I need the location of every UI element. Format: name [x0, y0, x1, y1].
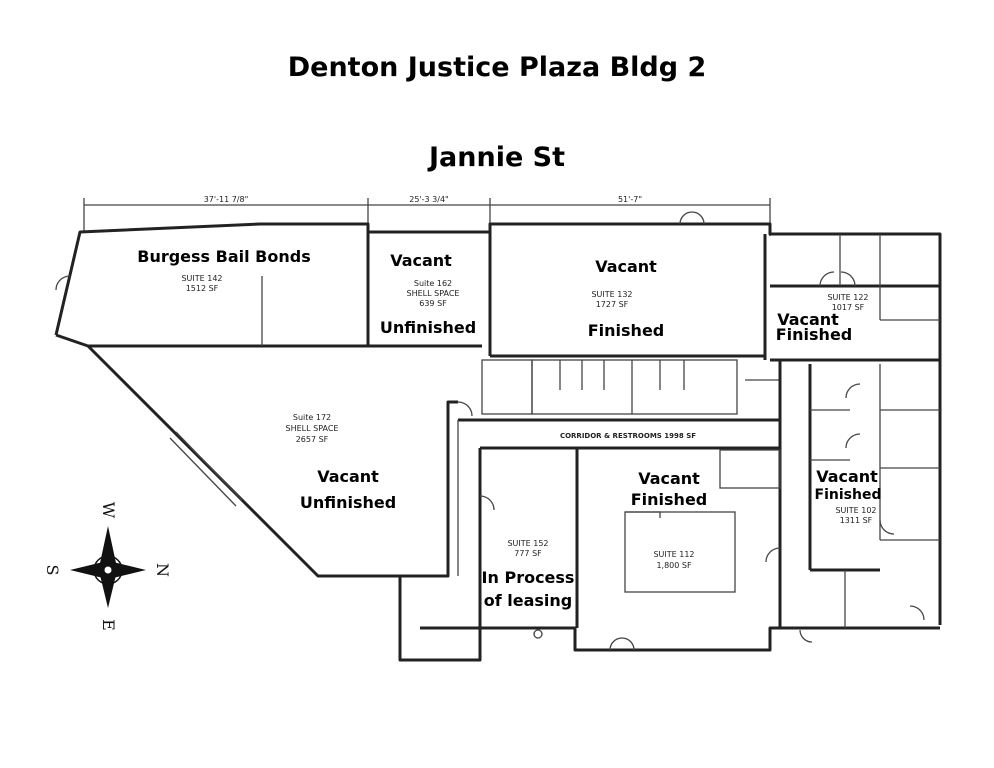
suite-state: Finished: [631, 490, 708, 509]
suite-status: Vacant: [317, 467, 379, 486]
suite-status: Vacant: [390, 251, 452, 270]
suite-state: Finished: [776, 325, 853, 344]
interior-walls: [88, 232, 940, 628]
suite-number: SUITE 152: [507, 539, 548, 548]
suite-status: In Process: [482, 568, 575, 587]
compass-letter-n: N: [153, 563, 172, 577]
dimension-label: 25'-3 3/4": [409, 195, 448, 204]
doors: [55, 211, 925, 651]
suite-status: of leasing: [484, 591, 573, 610]
suite-number: SUITE 112: [653, 550, 694, 559]
suite-tenant: Burgess Bail Bonds: [137, 247, 310, 266]
suite-area: 1512 SF: [186, 284, 219, 293]
corridor-label: CORRIDOR & RESTROOMS 1998 SF: [560, 432, 696, 440]
suite-area: 1311 SF: [840, 516, 873, 525]
suite-number: Suite 172: [293, 413, 331, 422]
compass-letter-s: S: [43, 565, 62, 576]
suite-state: Unfinished: [380, 318, 476, 337]
suite-area: 2657 SF: [296, 435, 329, 444]
suite-112: Vacant Finished SUITE 112 1,800 SF: [631, 469, 708, 570]
suite-172: Suite 172 SHELL SPACE 2657 SF Vacant Unf…: [286, 413, 397, 512]
suite-number: SUITE 142: [181, 274, 222, 283]
suite-162: Vacant Suite 162 SHELL SPACE 639 SF Unfi…: [380, 251, 476, 337]
suite-142: Burgess Bail Bonds SUITE 142 1512 SF: [137, 247, 310, 293]
suite-area: 1017 SF: [832, 303, 865, 312]
compass-east-point: [108, 562, 146, 578]
suite-area: 777 SF: [514, 549, 542, 558]
compass-letter-e: E: [99, 619, 118, 631]
suite-type: SHELL SPACE: [407, 289, 460, 298]
suite-status: Vacant: [595, 257, 657, 276]
suite-type: SHELL SPACE: [286, 424, 339, 433]
suite-area: 639 SF: [419, 299, 447, 308]
suite-122: SUITE 122 1017 SF Vacant Finished: [776, 293, 869, 344]
suite-152: SUITE 152 777 SF In Process of leasing: [482, 539, 575, 610]
suite-number: SUITE 122: [827, 293, 868, 302]
compass-west-point: [70, 562, 108, 578]
suite-state: Unfinished: [300, 493, 396, 512]
dimension-label: 51'-7": [618, 195, 642, 204]
suite-status: Vacant: [777, 310, 839, 329]
compass-south-point: [100, 570, 116, 608]
compass-rose: W S N E: [43, 502, 172, 631]
dimension-line: 37'-11 7/8" 25'-3 3/4" 51'-7": [83, 195, 771, 236]
suite-number: SUITE 102: [835, 506, 876, 515]
suite-area: 1,800 SF: [656, 561, 692, 570]
compass-letter-w: W: [99, 502, 118, 519]
suite-status: Vacant: [816, 467, 878, 486]
suite-132: Vacant SUITE 132 1727 SF Finished: [588, 257, 665, 340]
suite-state: Finished: [588, 321, 665, 340]
compass-north-point: [100, 526, 116, 570]
suite-status: Vacant: [638, 469, 700, 488]
suite-number: Suite 162: [414, 279, 452, 288]
suite-number: SUITE 132: [591, 290, 632, 299]
suite-area: 1727 SF: [596, 300, 629, 309]
suite-102: Vacant Finished SUITE 102 1311 SF: [815, 467, 882, 525]
suite-state: Finished: [815, 487, 882, 503]
dimension-label: 37'-11 7/8": [204, 195, 249, 204]
plan-title: Denton Justice Plaza Bldg 2: [287, 52, 707, 83]
street-label: Jannie St: [428, 142, 566, 173]
